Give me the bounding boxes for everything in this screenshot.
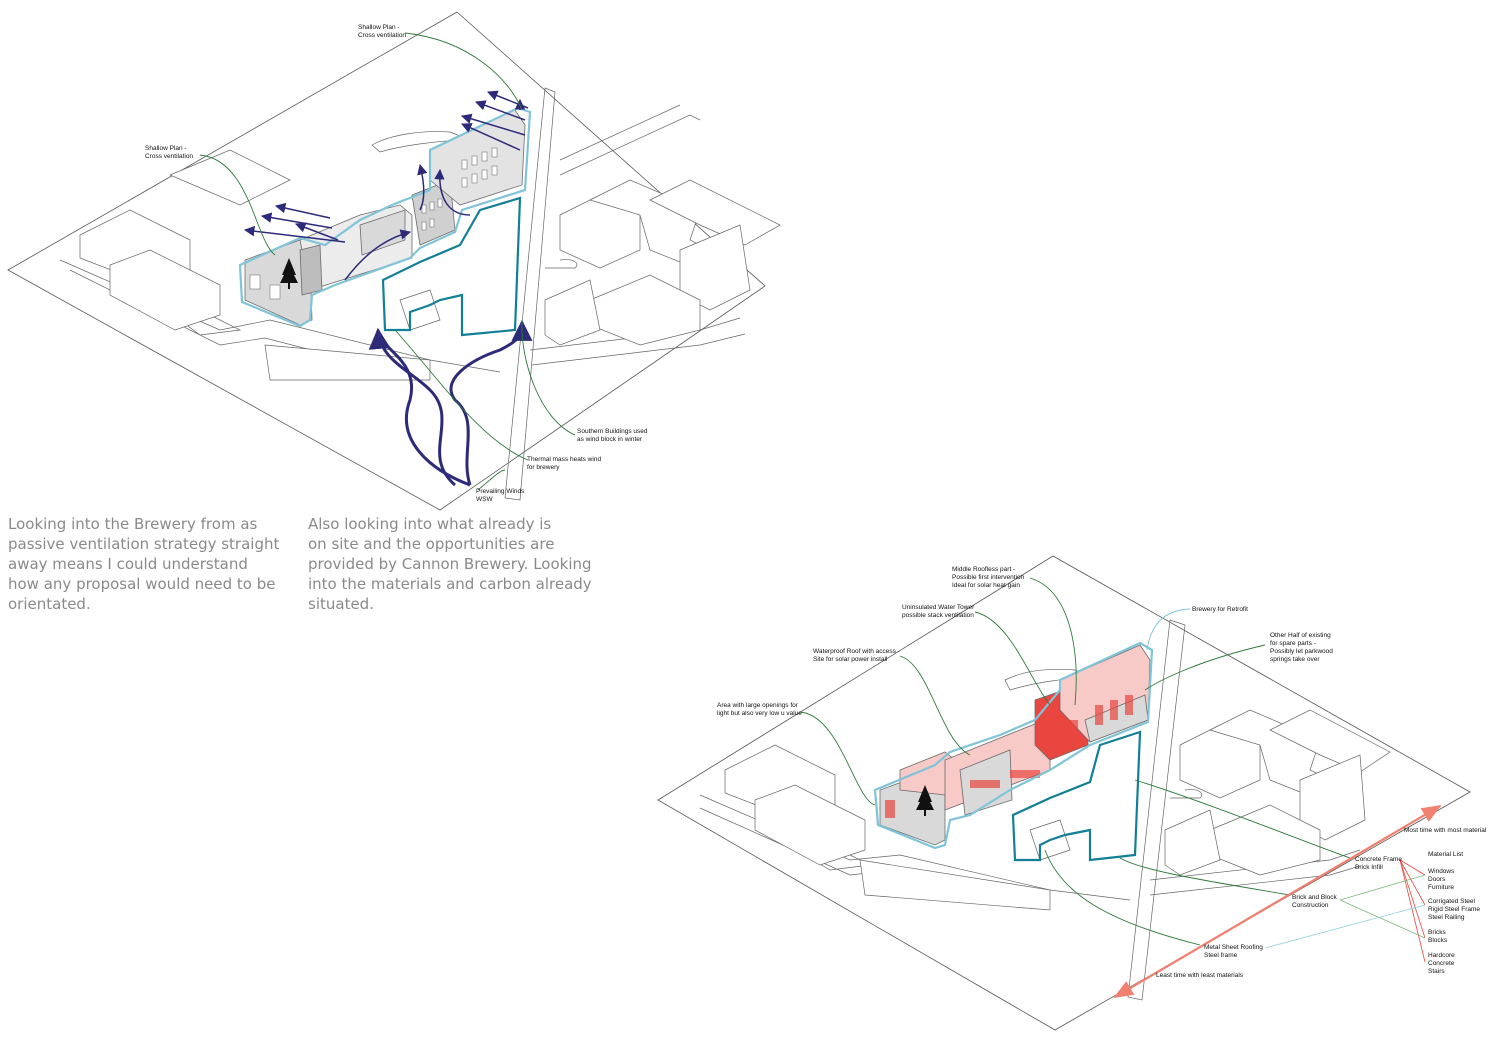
label-thermal-mass: Thermal mass heats wind for brewery xyxy=(527,456,601,472)
label-least-time: Least time with least materials xyxy=(1156,972,1243,980)
label-waterproof-roof: Waterproof Roof with access - Site for s… xyxy=(813,648,900,664)
label-most-time: Most time with most material xyxy=(1404,827,1486,835)
label-middle-roofless: Middle Roofless part - Possible first in… xyxy=(952,566,1024,590)
material-group-2: Corrigated Steel Rigid Steel Frame Steel… xyxy=(1428,898,1480,922)
top-axonometric xyxy=(8,12,780,510)
material-group-4: Hardcore Concrete Stairs xyxy=(1428,952,1455,976)
material-group-1: Windows Doors Furniture xyxy=(1428,868,1454,892)
label-metal-sheet: Metal Sheet Roofing Steel frame xyxy=(1204,944,1263,960)
label-brick-block: Brick and Block Construction xyxy=(1292,894,1337,910)
label-shallow-plan-left: Shallow Plan - Cross ventilation xyxy=(145,145,193,161)
label-prevailing-winds: Prevailing Winds WSW xyxy=(476,488,524,504)
label-large-openings: Area with large openings for light but a… xyxy=(717,702,802,718)
label-water-tower: Uninsulated Water Tower possible stack v… xyxy=(902,604,974,620)
bottom-axonometric xyxy=(658,556,1470,1030)
label-other-half: Other Half of existing for spare parts -… xyxy=(1270,632,1333,664)
paragraph-passive-ventilation: Looking into the Brewery from as passive… xyxy=(8,514,279,614)
paragraph-site-materials: Also looking into what already is on sit… xyxy=(308,514,592,614)
label-concrete-frame: Concrete Frame Brick Infill xyxy=(1355,856,1402,872)
label-southern-buildings: Southern Buildings used as wind block in… xyxy=(577,428,647,444)
label-brewery-retrofit: Brewery for Retrofit xyxy=(1192,606,1248,614)
material-group-3: Bricks Blocks xyxy=(1428,929,1447,945)
material-list-title: Material List xyxy=(1428,851,1463,859)
label-shallow-plan-top: Shallow Plan - Cross ventilation xyxy=(358,24,406,40)
